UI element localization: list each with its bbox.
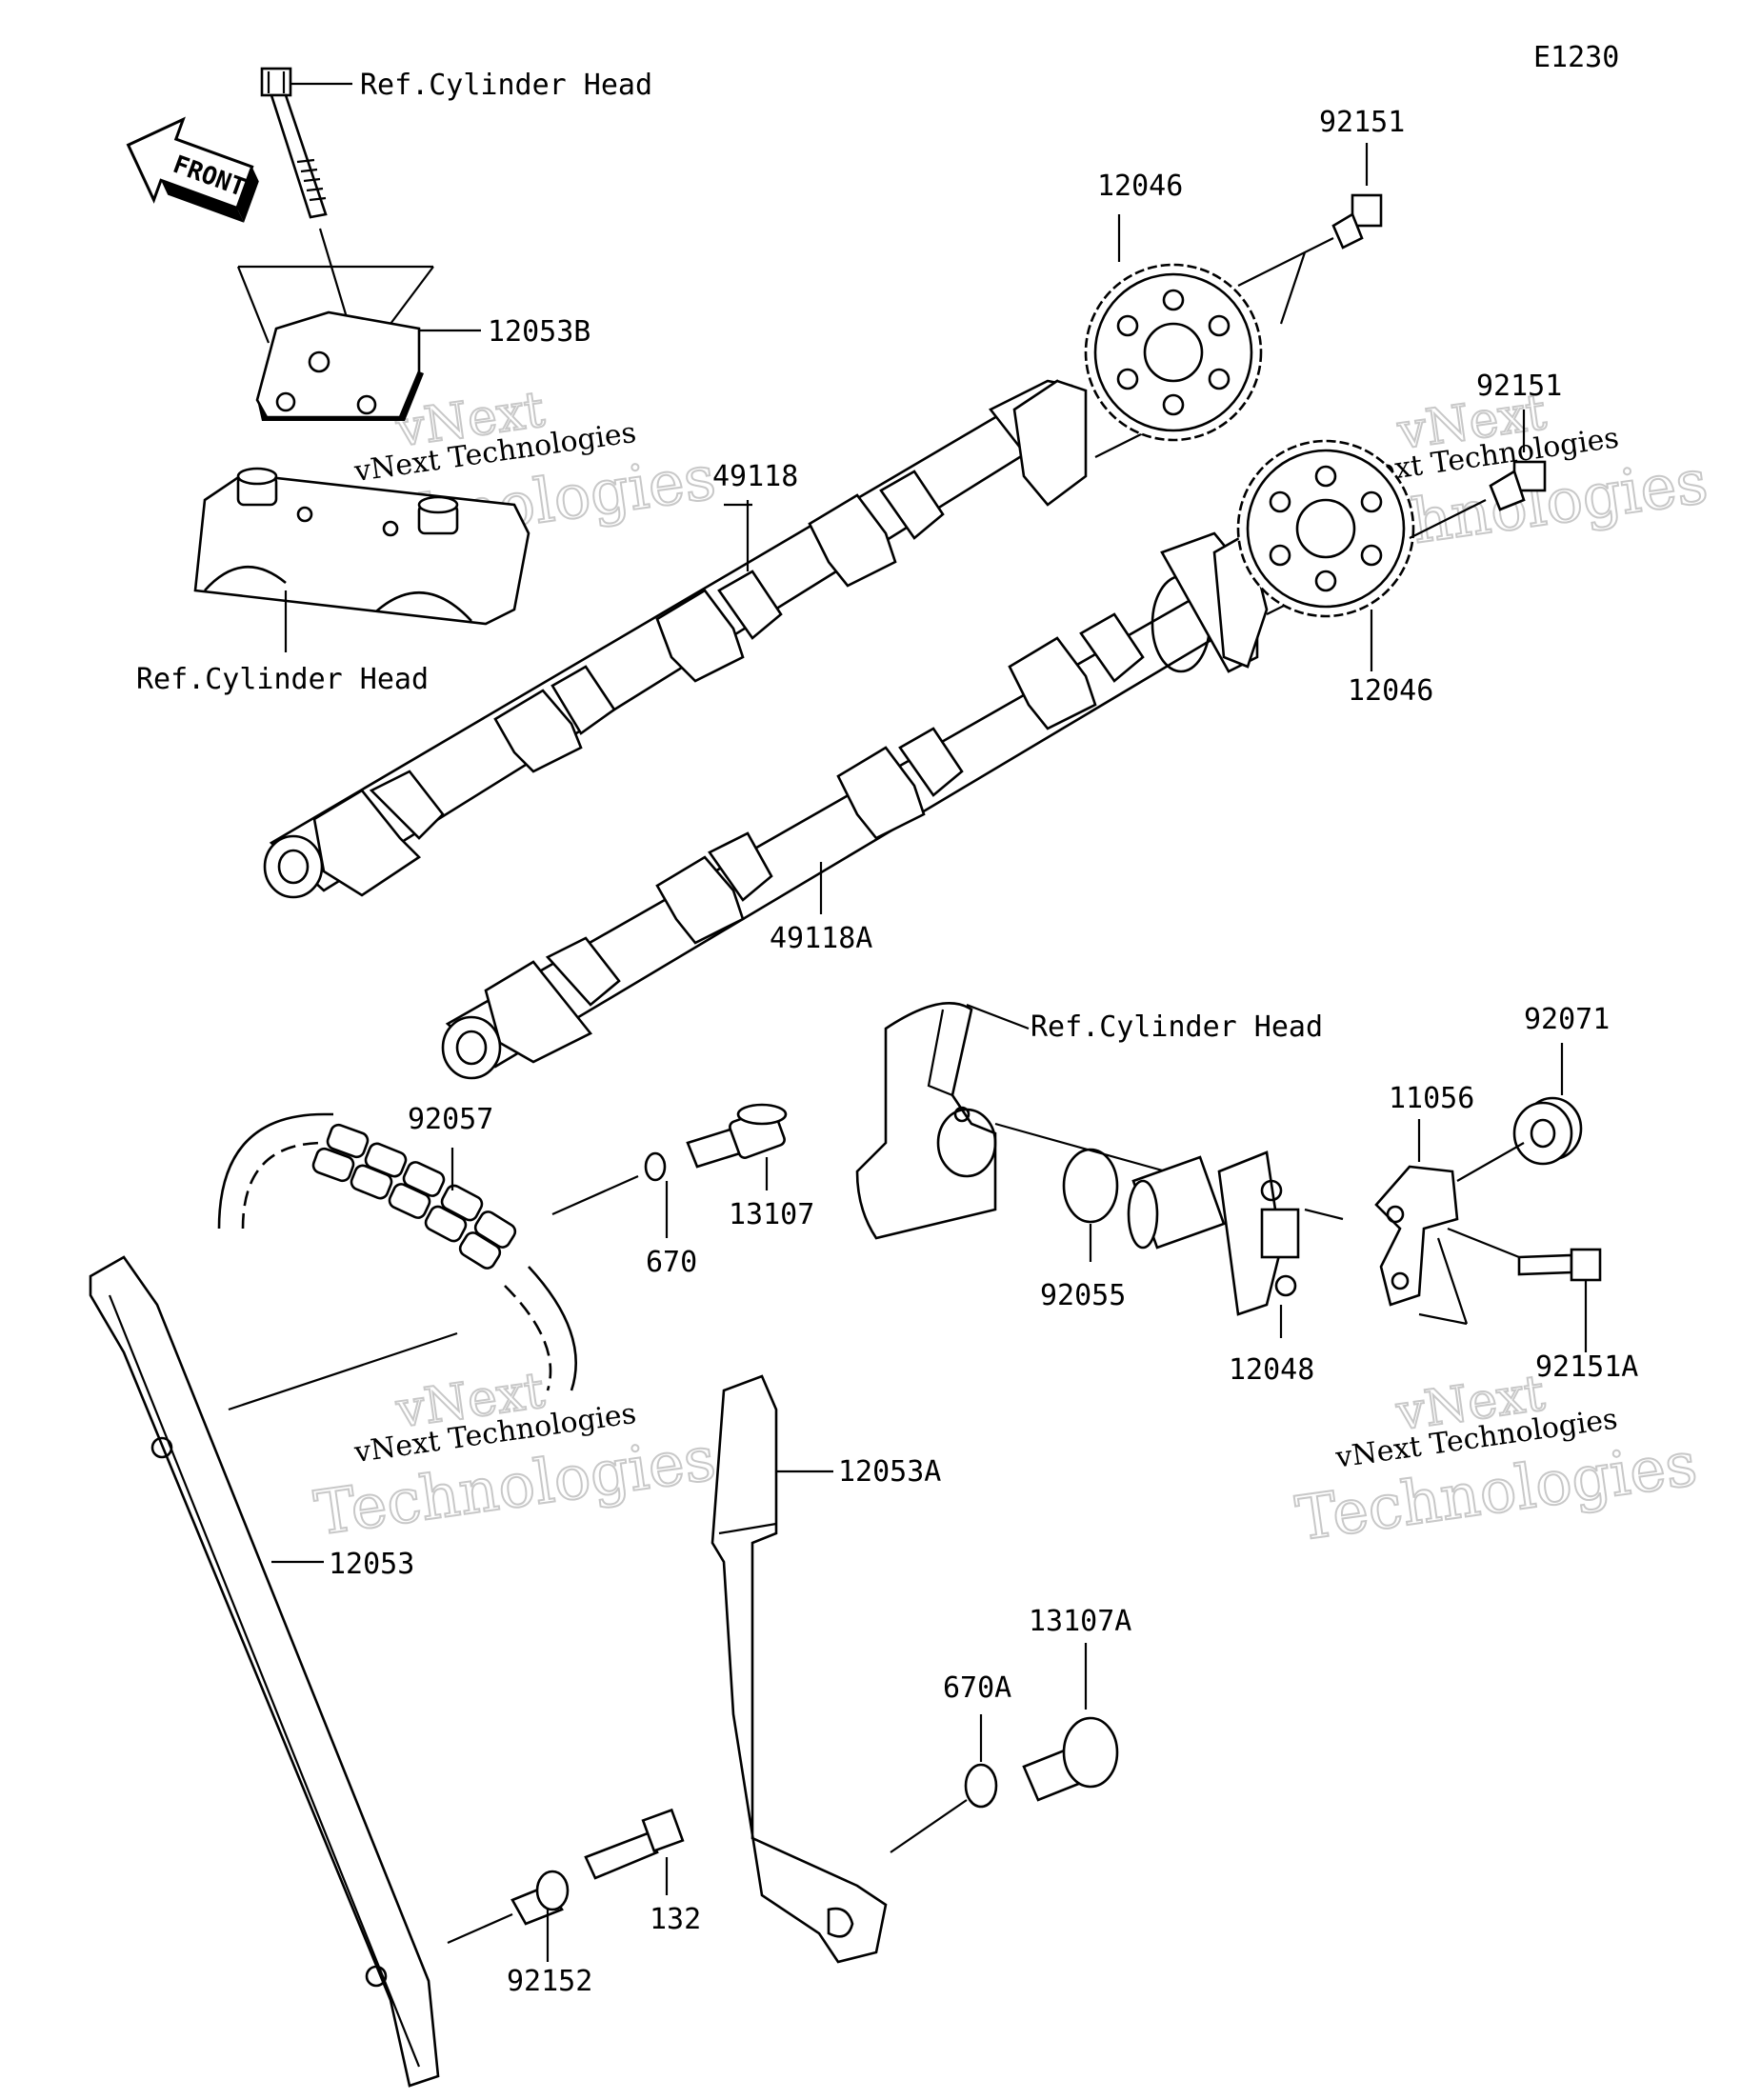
part-49118-camshaft xyxy=(263,379,1144,899)
diagram-code: E1230 xyxy=(1533,41,1619,74)
label-13107A: 13107A xyxy=(1029,1605,1131,1638)
watermark-bottom-left: vNext vNext Technologies Technologies xyxy=(310,1361,721,1550)
label-12046-bottom: 12046 xyxy=(1348,674,1433,708)
part-92151-bolt-mid xyxy=(1409,410,1547,539)
front-arrow-icon: FRONT xyxy=(126,116,259,223)
part-12048-tensioner xyxy=(1127,1150,1344,1338)
bracket-group-line xyxy=(236,266,270,344)
part-92055-o-ring xyxy=(1062,1148,1119,1262)
part-12053B-bracket xyxy=(255,310,481,421)
part-92071-cap xyxy=(1456,1043,1583,1182)
label-ref-head-top: Ref.Cylinder Head xyxy=(360,69,652,102)
part-92152-collar xyxy=(447,1870,570,1962)
label-12053B: 12053B xyxy=(488,315,590,349)
part-12053A-chain-guide xyxy=(228,1331,888,1964)
bracket-group-line xyxy=(390,266,434,325)
part-92151-bolt-top xyxy=(1237,143,1383,325)
part-670-o-ring xyxy=(644,1151,669,1238)
label-ref-head-left: Ref.Cylinder Head xyxy=(136,663,429,696)
part-camshaft-cap xyxy=(193,467,530,652)
label-12053: 12053 xyxy=(329,1548,414,1581)
part-92151A-bolt xyxy=(1447,1227,1602,1352)
label-670A: 670A xyxy=(943,1671,1011,1705)
label-12046-top: 12046 xyxy=(1097,170,1183,203)
label-13107: 13107 xyxy=(729,1198,814,1231)
part-13107-pivot-bolt xyxy=(686,1103,788,1190)
label-12048: 12048 xyxy=(1229,1353,1314,1387)
part-132-bolt xyxy=(584,1808,685,1895)
part-12046-sprocket-top xyxy=(1084,263,1263,442)
part-head-bolt xyxy=(260,67,352,219)
label-92151A: 92151A xyxy=(1535,1350,1638,1384)
part-12046-sprocket-bottom xyxy=(1236,439,1415,618)
part-head-housing-right xyxy=(855,1002,1030,1240)
label-132: 132 xyxy=(650,1903,701,1936)
part-11056-gasket xyxy=(1374,1119,1469,1326)
label-92151-mid: 92151 xyxy=(1476,370,1562,403)
label-92057: 92057 xyxy=(408,1103,493,1136)
part-92057-timing-chain xyxy=(217,1112,639,1391)
label-92055: 92055 xyxy=(1040,1279,1126,1312)
label-92071: 92071 xyxy=(1524,1003,1610,1036)
part-12053-chain-guide xyxy=(89,1255,440,2088)
label-92151-top: 92151 xyxy=(1319,106,1405,139)
part-49118A-camshaft xyxy=(441,531,1306,1080)
label-ref-head-right: Ref.Cylinder Head xyxy=(1031,1010,1323,1044)
label-12053A: 12053A xyxy=(838,1455,941,1489)
part-13107A-pivot-bolt xyxy=(1022,1643,1119,1802)
label-11056: 11056 xyxy=(1389,1082,1474,1115)
label-670: 670 xyxy=(646,1246,697,1279)
label-92152: 92152 xyxy=(507,1965,592,1998)
label-49118A: 49118A xyxy=(770,922,872,955)
part-670A-o-ring xyxy=(890,1714,998,1853)
label-49118: 49118 xyxy=(712,460,798,493)
